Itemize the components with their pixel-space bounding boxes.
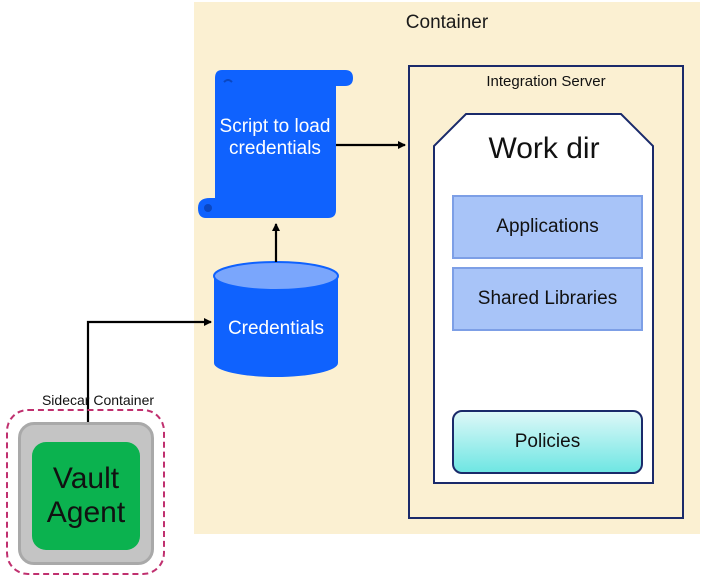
work-dir-title: Work dir bbox=[488, 132, 600, 165]
container-title: Container bbox=[405, 12, 489, 33]
integration-server-title: Integration Server bbox=[486, 73, 606, 90]
script-scroll-shape bbox=[198, 70, 353, 218]
sidecar-container-border bbox=[6, 409, 165, 575]
credentials-label: Credentials bbox=[227, 318, 325, 339]
script-label: Script to load credentials bbox=[219, 116, 331, 159]
applications-box: Applications bbox=[452, 195, 643, 259]
shared-libraries-box: Shared Libraries bbox=[452, 267, 643, 331]
integration-server-box bbox=[408, 65, 684, 519]
connectors bbox=[86, 141, 406, 430]
arrow-agent-to-credentials bbox=[86, 318, 212, 430]
sidecar-container-title: Sidecar Container bbox=[41, 392, 155, 408]
policies-box: Policies bbox=[452, 410, 643, 474]
credentials-cylinder-shape bbox=[213, 261, 339, 377]
vault-agent-box: Vault Agent bbox=[32, 442, 140, 550]
